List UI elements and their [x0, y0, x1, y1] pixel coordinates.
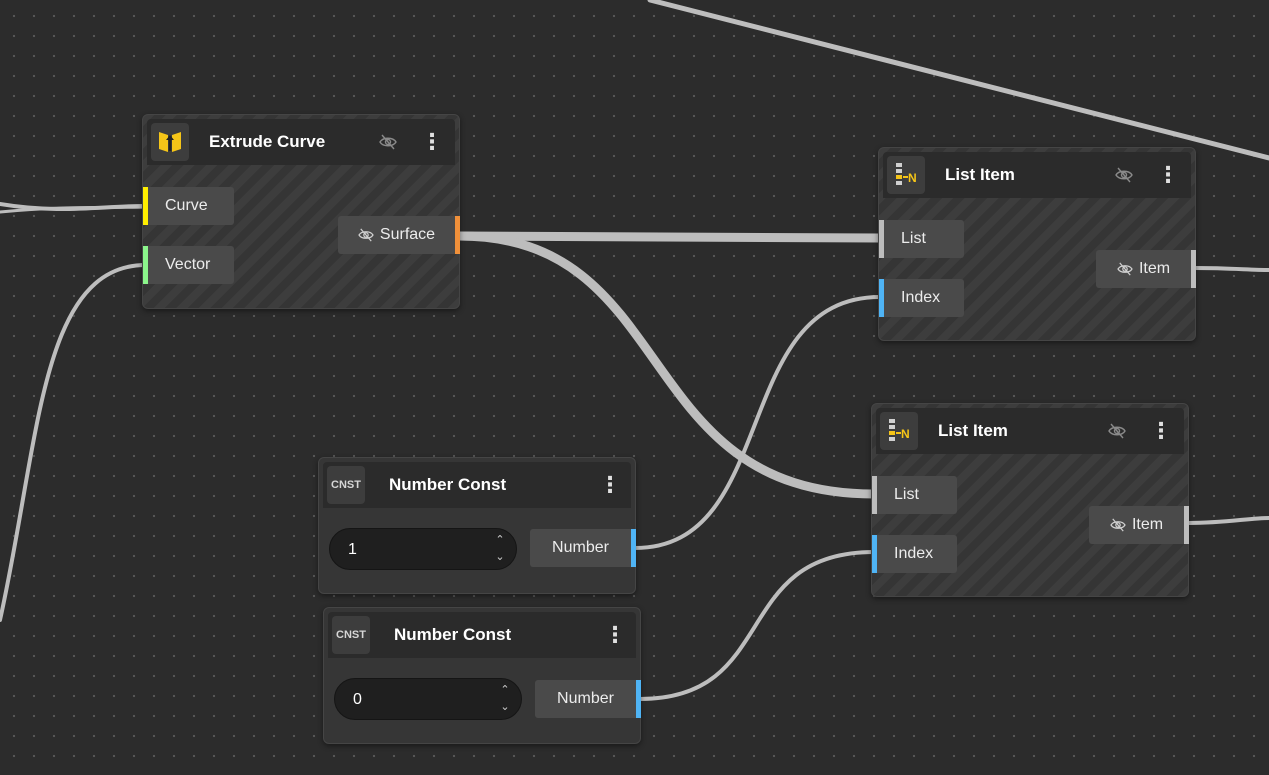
- input-port-index[interactable]: Index: [872, 535, 957, 573]
- spin-up-icon[interactable]: ⌃: [495, 534, 505, 546]
- eye-slash-icon[interactable]: [1102, 408, 1132, 454]
- port-label: Number: [557, 690, 614, 707]
- wire-surface-to-list-2[interactable]: [454, 231, 879, 499]
- more-vertical-icon[interactable]: ⋮: [1150, 418, 1172, 443]
- number-input[interactable]: 1 ⌃ ⌄: [329, 528, 517, 570]
- svg-text:N: N: [901, 427, 910, 441]
- icon-label: CNST: [331, 479, 361, 491]
- number-const-node-2[interactable]: CNST Number Const ⋮ 0 ⌃ ⌄ Number: [323, 607, 641, 744]
- input-port-vector[interactable]: Vector: [143, 246, 234, 284]
- port-label: List: [894, 486, 919, 503]
- extrude-icon: [151, 123, 189, 161]
- wire-offscreen-to-right[interactable]: [647, 0, 1269, 161]
- input-port-curve[interactable]: Curve: [143, 187, 234, 225]
- wire-into-curve-2[interactable]: [0, 205, 148, 214]
- eye-slash-icon[interactable]: [358, 228, 374, 242]
- eye-slash-icon[interactable]: [1117, 262, 1133, 276]
- extrude-curve-node[interactable]: Extrude Curve ⋮ Curve Vector Surface: [142, 114, 460, 309]
- port-label: Number: [552, 539, 609, 556]
- node-header[interactable]: CNST Number Const ⋮: [328, 612, 636, 658]
- output-port-item[interactable]: Item: [1096, 250, 1196, 288]
- eye-slash-icon[interactable]: [1109, 152, 1139, 198]
- more-vertical-icon[interactable]: ⋮: [604, 622, 626, 647]
- eye-slash-icon[interactable]: [373, 119, 403, 165]
- list-item-icon: N: [887, 156, 925, 194]
- port-label: Item: [1131, 516, 1164, 533]
- wire-number-1-to-index-1[interactable]: [633, 295, 882, 550]
- more-vertical-icon[interactable]: ⋮: [1157, 162, 1179, 187]
- number-value[interactable]: 0: [353, 691, 362, 708]
- output-port-surface[interactable]: Surface: [338, 216, 460, 254]
- number-const-node-1[interactable]: CNST Number Const ⋮ 1 ⌃ ⌄ Number: [318, 457, 636, 594]
- node-title: Number Const: [394, 625, 512, 644]
- port-label: Index: [901, 289, 941, 306]
- list-item-node-1[interactable]: N List Item ⋮ List Index Item: [878, 147, 1196, 341]
- node-title: List Item: [945, 165, 1015, 184]
- port-label: Item: [1138, 260, 1171, 277]
- spinner[interactable]: ⌃ ⌄: [494, 532, 506, 566]
- port-label: Surface: [379, 226, 436, 243]
- node-title: Extrude Curve: [209, 132, 326, 151]
- port-label: Index: [894, 545, 934, 562]
- wire-item-1-out[interactable]: [1193, 266, 1269, 272]
- list-item-icon: N: [880, 412, 918, 450]
- node-header[interactable]: CNST Number Const ⋮: [323, 462, 631, 508]
- list-item-node-2[interactable]: N List Item ⋮ List Index Item: [871, 403, 1189, 597]
- wire-number-2-to-index-2[interactable]: [638, 550, 876, 701]
- output-port-number[interactable]: Number: [530, 529, 636, 567]
- constant-icon: CNST: [327, 466, 365, 504]
- wire-into-vector[interactable]: [0, 263, 148, 622]
- output-port-number[interactable]: Number: [535, 680, 641, 718]
- node-header[interactable]: N List Item ⋮: [883, 152, 1191, 198]
- more-vertical-icon[interactable]: ⋮: [421, 129, 443, 154]
- node-title: Number Const: [389, 475, 507, 494]
- svg-text:N: N: [908, 171, 917, 185]
- spinner[interactable]: ⌃ ⌄: [499, 682, 511, 716]
- port-label: List: [901, 230, 926, 247]
- spin-up-icon[interactable]: ⌃: [500, 684, 510, 696]
- number-input[interactable]: 0 ⌃ ⌄: [334, 678, 522, 720]
- port-label: Vector: [165, 256, 211, 273]
- spin-down-icon[interactable]: ⌄: [500, 701, 510, 713]
- input-port-list[interactable]: List: [872, 476, 957, 514]
- more-vertical-icon[interactable]: ⋮: [599, 472, 621, 497]
- number-value[interactable]: 1: [348, 541, 357, 558]
- wire-item-2-out[interactable]: [1187, 516, 1269, 525]
- node-header[interactable]: N List Item ⋮: [876, 408, 1184, 454]
- input-port-index[interactable]: Index: [879, 279, 964, 317]
- icon-label: CNST: [336, 629, 366, 641]
- node-title: List Item: [938, 421, 1008, 440]
- eye-slash-icon[interactable]: [1110, 518, 1126, 532]
- wire-surface-to-list-1[interactable]: [454, 231, 885, 243]
- constant-icon: CNST: [332, 616, 370, 654]
- spin-down-icon[interactable]: ⌄: [495, 551, 505, 563]
- input-port-list[interactable]: List: [879, 220, 964, 258]
- port-label: Curve: [165, 197, 208, 214]
- output-port-item[interactable]: Item: [1089, 506, 1189, 544]
- node-header[interactable]: Extrude Curve ⋮: [147, 119, 455, 165]
